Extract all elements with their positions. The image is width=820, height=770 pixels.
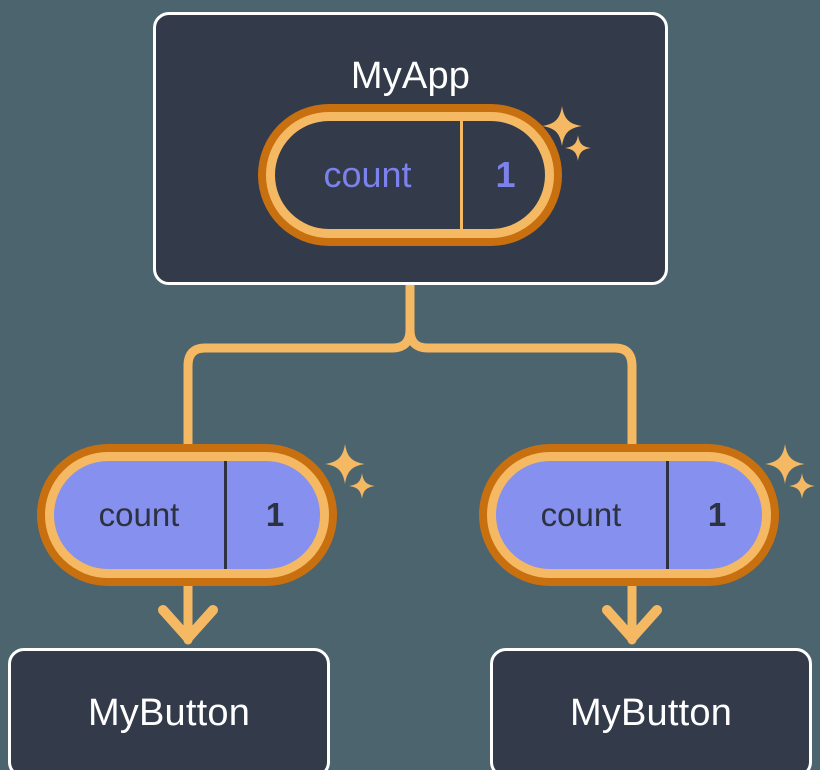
component-card-mybutton-left[interactable]: MyButton <box>8 648 330 770</box>
state-key-label: count <box>323 154 412 195</box>
state-pill-child-right[interactable]: count 1 <box>487 452 771 578</box>
branch-line-left <box>183 280 415 475</box>
arrow-head-left-icon <box>158 605 218 643</box>
state-pill-myapp[interactable]: count 1 <box>266 112 554 238</box>
component-title-mybutton: MyButton <box>87 691 251 734</box>
state-value-label: 1 <box>224 461 323 569</box>
state-value-label: 1 <box>460 121 548 229</box>
arrow-head-right-icon <box>602 605 662 643</box>
state-pill-child-left[interactable]: count 1 <box>45 452 329 578</box>
state-key-label: count <box>98 496 180 533</box>
state-key-label: count <box>540 496 622 533</box>
component-title-myapp: MyApp <box>350 55 471 97</box>
branch-line-right <box>405 280 637 475</box>
component-card-mybutton-right[interactable]: MyButton <box>490 648 812 770</box>
state-value-label: 1 <box>666 461 765 569</box>
component-title-mybutton: MyButton <box>569 691 733 734</box>
